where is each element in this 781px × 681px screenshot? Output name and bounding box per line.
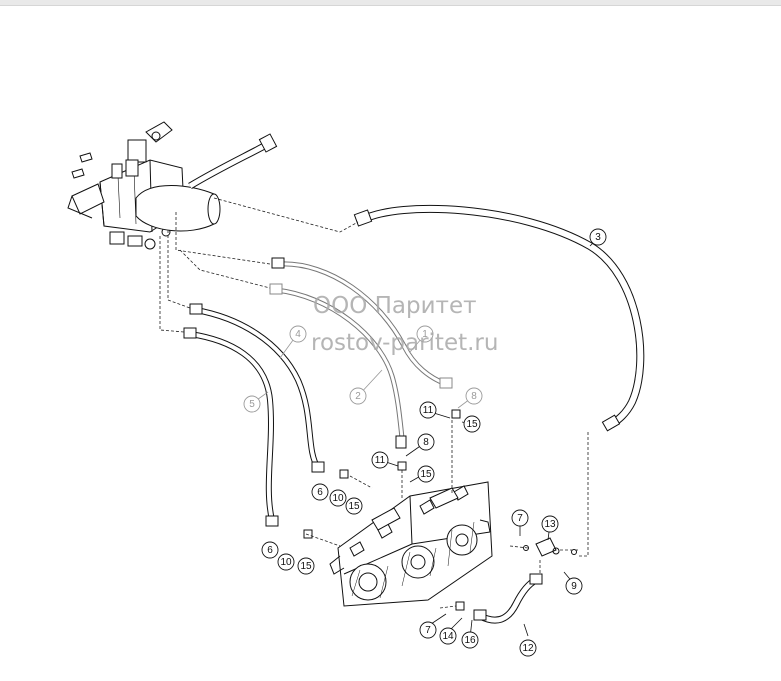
callout-number: 15 xyxy=(300,561,312,572)
callout-c8a: 8 xyxy=(465,387,483,405)
callout-c8b: 8 xyxy=(417,433,435,451)
callout-number: 1 xyxy=(422,329,428,340)
callout-number: 5 xyxy=(249,399,255,410)
callout-c15a: 15 xyxy=(463,415,481,433)
callout-circle xyxy=(329,489,347,507)
callout-c1: 1 xyxy=(416,325,434,343)
callout-c11a: 11 xyxy=(419,401,437,419)
callout-circle xyxy=(345,497,363,515)
callout-c13: 13 xyxy=(541,515,559,533)
callout-circle xyxy=(297,557,315,575)
callout-number: 7 xyxy=(517,513,523,524)
callout-circle xyxy=(416,325,434,343)
callout-number: 8 xyxy=(423,437,429,448)
valve-block xyxy=(67,121,278,250)
callout-c15b: 15 xyxy=(417,465,435,483)
callout-c4: 4 xyxy=(289,325,307,343)
callout-number: 13 xyxy=(544,519,556,530)
callout-number: 15 xyxy=(420,469,432,480)
callout-number: 6 xyxy=(317,487,323,498)
callout-circle xyxy=(311,483,329,501)
callout-circle xyxy=(419,621,437,639)
callout-number: 6 xyxy=(267,545,273,556)
callout-circle xyxy=(461,631,479,649)
callout-circle xyxy=(565,577,583,595)
callout-c15d: 15 xyxy=(297,557,315,575)
pump-assembly xyxy=(329,481,577,607)
callout-number: 7 xyxy=(425,625,431,636)
callout-number: 2 xyxy=(355,391,361,402)
callout-number: 10 xyxy=(280,557,292,568)
callout-c14: 14 xyxy=(439,627,457,645)
callout-number: 4 xyxy=(295,329,301,340)
callout-c5: 5 xyxy=(243,395,261,413)
callout-circle xyxy=(349,387,367,405)
callout-c7a: 7 xyxy=(511,509,529,527)
callout-number: 12 xyxy=(522,643,534,654)
hose-lines xyxy=(187,204,645,624)
callout-c11b: 11 xyxy=(371,451,389,469)
callout-circle xyxy=(439,627,457,645)
callout-circle xyxy=(417,465,435,483)
callout-number: 3 xyxy=(595,232,601,243)
callout-circle xyxy=(243,395,261,413)
callout-c9: 9 xyxy=(565,577,583,595)
callout-circle xyxy=(589,228,607,246)
callout-c7b: 7 xyxy=(419,621,437,639)
callout-c16: 16 xyxy=(461,631,479,649)
callout-number: 11 xyxy=(423,405,434,416)
callout-number: 16 xyxy=(464,635,476,646)
callout-c15c: 15 xyxy=(345,497,363,515)
watermark-company: ООО Паритет xyxy=(313,293,477,319)
callout-circle xyxy=(419,401,437,419)
callout-c6b: 6 xyxy=(261,541,279,559)
callout-circle xyxy=(519,639,537,657)
watermark-website: rostov-paritet.ru xyxy=(311,330,499,356)
callout-circle xyxy=(463,415,481,433)
callout-c2: 2 xyxy=(349,387,367,405)
callout-number: 14 xyxy=(442,631,454,642)
callout-number: 10 xyxy=(332,493,344,504)
callout-number: 15 xyxy=(466,419,478,430)
top-border-bar xyxy=(0,0,781,6)
callout-circle xyxy=(261,541,279,559)
dashed-connection-lines xyxy=(159,197,589,609)
callout-number: 15 xyxy=(348,501,360,512)
callout-c3: 3 xyxy=(589,228,607,246)
callout-c6a: 6 xyxy=(311,483,329,501)
callout-c12: 12 xyxy=(519,639,537,657)
callout-number: 11 xyxy=(375,455,386,466)
callout-circle xyxy=(371,451,389,469)
callout-number: 8 xyxy=(471,391,477,402)
callout-circle xyxy=(277,553,295,571)
callout-c10b: 10 xyxy=(277,553,295,571)
callout-circle xyxy=(417,433,435,451)
callout-circle xyxy=(511,509,529,527)
callout-c10a: 10 xyxy=(329,489,347,507)
callout-circle xyxy=(465,387,483,405)
callout-circle xyxy=(289,325,307,343)
callout-number: 9 xyxy=(571,581,577,592)
callout-circle xyxy=(541,515,559,533)
